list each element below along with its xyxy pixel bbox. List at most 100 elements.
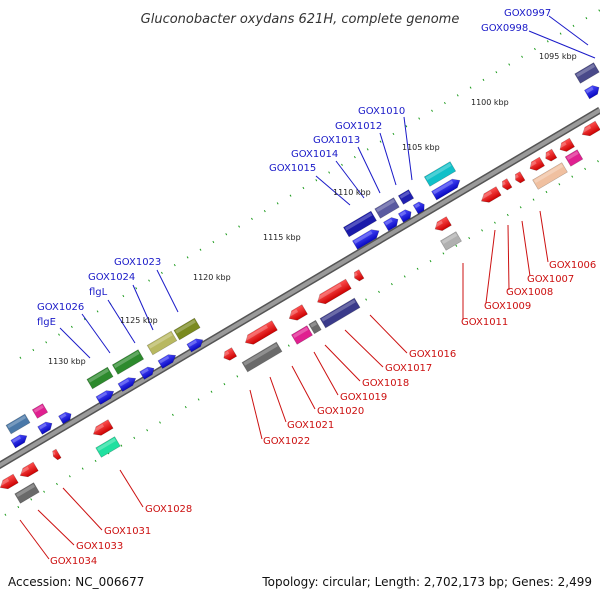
leader-line-red-13 <box>62 487 103 531</box>
leader-line-blue-2 <box>403 116 413 181</box>
kbp-label-1120: 1120 kbp <box>193 273 231 282</box>
leader-line-red-5 <box>369 314 408 354</box>
reverse-feature-1 <box>95 436 121 458</box>
gene-label-gox1017: GOX1017 <box>385 363 432 374</box>
reverse-gene-labels: GOX1006 GOX1007 GOX1008 GOX1009 GOX1011 … <box>50 260 596 567</box>
reverse-gene-9 <box>433 216 452 231</box>
accession-text: Accession: NC_006677 <box>8 575 144 589</box>
forward-gene-0 <box>10 434 28 449</box>
leader-line-red-3 <box>485 229 496 304</box>
leader-line-blue-3 <box>379 132 397 186</box>
gene-label-gox1016: GOX1016 <box>409 349 456 360</box>
leader-line-red-6 <box>344 329 384 368</box>
leader-line-blue-8 <box>132 284 154 331</box>
kbp-label-1110: 1110 kbp <box>333 188 371 197</box>
reverse-gene-0 <box>0 473 19 490</box>
genome-backbone <box>0 106 600 470</box>
gene-features <box>0 62 600 504</box>
reverse-gene-10 <box>480 186 502 203</box>
forward-feature-8 <box>397 189 415 205</box>
reverse-gene-6 <box>287 304 308 321</box>
gene-label-gox1013: GOX1013 <box>313 135 360 146</box>
gene-label-gox0997: GOX0997 <box>504 8 551 19</box>
gene-label-flgl: flgL <box>89 287 108 298</box>
leader-line-red-1 <box>521 220 531 277</box>
forward-feature-1 <box>31 403 49 419</box>
reverse-gene-14 <box>544 148 558 162</box>
leader-line-red-9 <box>291 365 316 410</box>
topology-text: Topology: circular; Length: 2,702,173 bp… <box>261 575 592 589</box>
gene-label-gox1007: GOX1007 <box>527 274 574 285</box>
reverse-gene-13 <box>528 156 545 171</box>
forward-gene-13 <box>584 85 600 100</box>
forward-gene-12 <box>431 178 461 201</box>
kbp-label-1125: 1125 kbp <box>120 316 158 325</box>
forward-gene-3 <box>95 390 115 405</box>
reverse-feature-5 <box>319 297 361 329</box>
leader-line-blue-6 <box>315 175 351 206</box>
kbp-label-1130: 1130 kbp <box>48 357 86 366</box>
leader-line-blue-1 <box>528 30 596 59</box>
reverse-gene-15 <box>558 137 575 152</box>
forward-gene-11 <box>412 201 425 215</box>
gene-label-gox1019: GOX1019 <box>340 392 387 403</box>
label-leader-lines <box>19 15 596 560</box>
leader-line-blue-4 <box>357 146 381 194</box>
leader-line-red-10 <box>269 376 287 423</box>
leader-line-red-8 <box>313 351 339 396</box>
leader-line-red-7 <box>324 344 361 382</box>
forward-feature-10 <box>574 62 600 84</box>
leader-line-red-2 <box>507 224 510 291</box>
forward-gene-labels: GOX0997 GOX0998 GOX1010 GOX1012 GOX1013 … <box>37 8 551 328</box>
leader-line-blue-9 <box>107 299 136 344</box>
reverse-gene-1 <box>19 461 39 478</box>
forward-gene-7 <box>186 338 204 353</box>
forward-gene-2 <box>58 411 72 425</box>
gene-label-gox1033: GOX1033 <box>76 541 123 552</box>
reverse-gene-2 <box>52 448 62 461</box>
reverse-feature-8 <box>564 149 584 167</box>
reverse-gene-3 <box>92 419 114 436</box>
gene-label-gox0998: GOX0998 <box>481 23 528 34</box>
reverse-gene-16 <box>581 120 600 137</box>
leader-line-red-15 <box>19 519 50 560</box>
gene-label-gox1022: GOX1022 <box>263 436 310 447</box>
gene-label-gox1021: GOX1021 <box>287 420 334 431</box>
gene-label-gox1006: GOX1006 <box>549 260 596 271</box>
forward-gene-6 <box>157 354 177 369</box>
gene-label-gox1010: GOX1010 <box>358 106 405 117</box>
gene-label-gox1023: GOX1023 <box>114 257 161 268</box>
kbp-scale-labels: 1095 kbp 1100 kbp 1105 kbp 1110 kbp 1115… <box>48 52 577 366</box>
forward-feature-4 <box>146 330 178 356</box>
forward-feature-3 <box>111 349 145 375</box>
leader-line-red-14 <box>37 509 75 546</box>
leader-line-red-12 <box>119 469 144 508</box>
gene-label-gox1014: GOX1014 <box>291 149 338 160</box>
map-title: Gluconobacter oxydans 621H, complete gen… <box>141 12 460 27</box>
forward-gene-8 <box>351 229 380 250</box>
reverse-gene-4 <box>222 347 238 361</box>
reverse-feature-3 <box>291 325 313 345</box>
gene-label-gox1028: GOX1028 <box>145 504 192 515</box>
forward-gene-10 <box>397 209 412 223</box>
forward-gene-4 <box>117 377 137 392</box>
gene-label-gox1009: GOX1009 <box>484 301 531 312</box>
gene-label-gox1024: GOX1024 <box>88 272 135 283</box>
leader-line-blue-10 <box>81 313 111 354</box>
forward-gene-9 <box>383 217 399 232</box>
gene-label-gox1011: GOX1011 <box>461 317 508 328</box>
leader-line-red-0 <box>539 210 549 263</box>
leader-line-blue-7 <box>156 269 179 313</box>
leader-line-blue-0 <box>548 15 589 46</box>
gene-label-gox1034: GOX1034 <box>50 556 97 567</box>
kbp-label-1095: 1095 kbp <box>539 52 577 61</box>
gene-label-gox1008: GOX1008 <box>506 287 553 298</box>
leader-line-red-11 <box>249 389 263 440</box>
reverse-gene-7 <box>316 278 352 305</box>
forward-gene-1 <box>37 421 53 435</box>
gene-label-gox1015: GOX1015 <box>269 163 316 174</box>
forward-feature-6 <box>343 210 377 238</box>
gene-label-gox1026: GOX1026 <box>37 302 84 313</box>
forward-feature-0 <box>5 413 31 435</box>
